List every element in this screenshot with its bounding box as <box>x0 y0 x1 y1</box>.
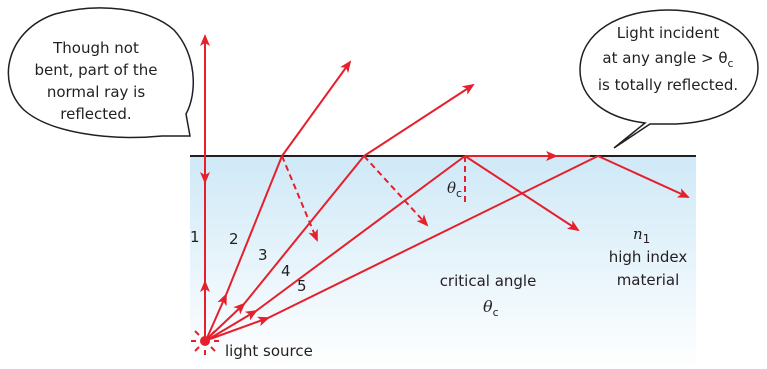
light-source-label: light source <box>225 342 313 360</box>
right-callout-line1: Light incident <box>617 24 720 42</box>
ray-4-label: 4 <box>281 262 291 280</box>
medium-label-line2: material <box>617 271 680 289</box>
critical-angle-label: critical angle <box>440 272 537 290</box>
ray-5-label: 5 <box>297 277 307 295</box>
ray-1-label: 1 <box>190 228 200 246</box>
right-callout: Light incident at any angle > θc is tota… <box>580 10 758 148</box>
medium-label-line1: high index <box>609 248 688 266</box>
right-callout-line3: is totally reflected. <box>598 76 738 94</box>
ray-3-label: 3 <box>258 246 268 264</box>
left-callout-line1: Though not <box>52 39 139 57</box>
ray-2-label: 2 <box>229 230 239 248</box>
left-callout-line2: bent, part of the <box>34 61 157 79</box>
left-callout: Though not bent, part of the normal ray … <box>8 8 193 138</box>
right-callout-line2: at any angle > θc <box>602 49 733 70</box>
left-callout-line3: normal ray is <box>47 83 145 101</box>
left-callout-line4: reflected. <box>60 105 131 123</box>
